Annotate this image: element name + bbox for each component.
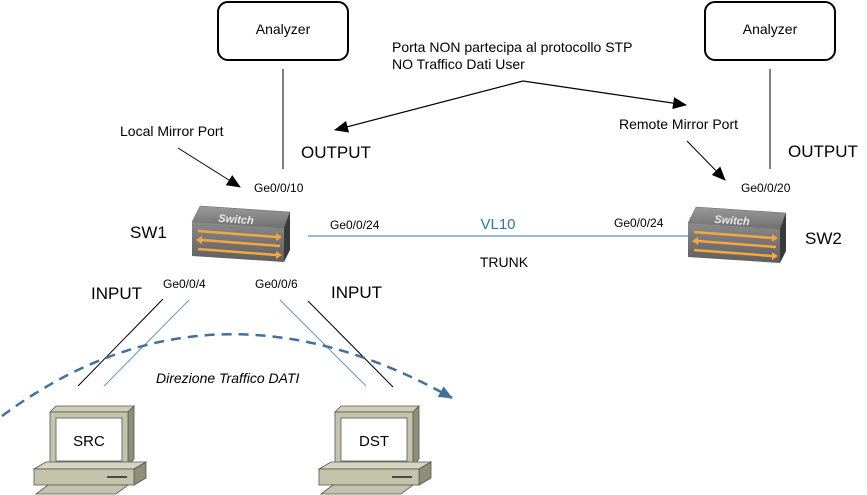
sw1-mirror-arrow (177, 147, 241, 188)
src-link-blue (103, 299, 190, 387)
sw2-port-mirror: Ge0/0/20 (741, 181, 791, 195)
dst-link-black (307, 300, 394, 388)
sw1-port-mirror: Ge0/0/10 (254, 181, 304, 195)
sw1-port-src: Ge0/0/4 (163, 277, 206, 291)
annotation-line-2: NO Traffico Dati User (392, 56, 525, 72)
sw2-mirror-arrow (686, 140, 726, 181)
analyzer-right-label: Analyzer (743, 21, 798, 37)
annotation-line-1: Porta NON partecipa al protocollo STP (392, 39, 632, 55)
sw2-mirror-label: Remote Mirror Port (619, 116, 738, 132)
dst-computer-icon: DST (317, 405, 433, 495)
sw1-output-label: OUTPUT (301, 143, 371, 162)
sw1-device-label: Switch (218, 213, 254, 227)
sw2-output-label: OUTPUT (788, 142, 858, 161)
src-link-black (77, 298, 164, 387)
annotation-arrow-left (334, 80, 524, 133)
src-computer-icon: SRC (32, 405, 148, 495)
sw1-port-trunk: Ge0/0/24 (330, 218, 380, 232)
analyzer-left-label: Analyzer (256, 21, 311, 37)
sw2-port-trunk: Ge0/0/24 (614, 216, 664, 230)
trunk-label: TRUNK (480, 254, 529, 270)
src-label: SRC (73, 433, 105, 450)
analyzer-left: Analyzer (217, 1, 349, 61)
traffic-direction-arrow (1, 332, 453, 418)
vlan-label: VL10 (480, 216, 515, 233)
sw1-port-dst: Ge0/0/6 (255, 277, 298, 291)
sw1-mirror-label: Local Mirror Port (120, 123, 224, 139)
analyzer-right: Analyzer (704, 1, 836, 61)
sw2-name: SW2 (805, 229, 842, 248)
dst-link-blue (279, 299, 367, 387)
sw1-name: SW1 (130, 223, 167, 242)
sw1-switch-icon: Switch (191, 205, 291, 262)
dst-input-label: INPUT (331, 283, 382, 302)
dst-label: DST (359, 433, 389, 450)
sw2-device-label: Switch (714, 214, 750, 228)
traffic-direction-label: Direzione Traffico DATI (156, 370, 300, 386)
annotation-arrow-right (522, 80, 687, 110)
sw2-switch-icon: Switch (687, 206, 787, 263)
src-input-label: INPUT (91, 284, 142, 303)
